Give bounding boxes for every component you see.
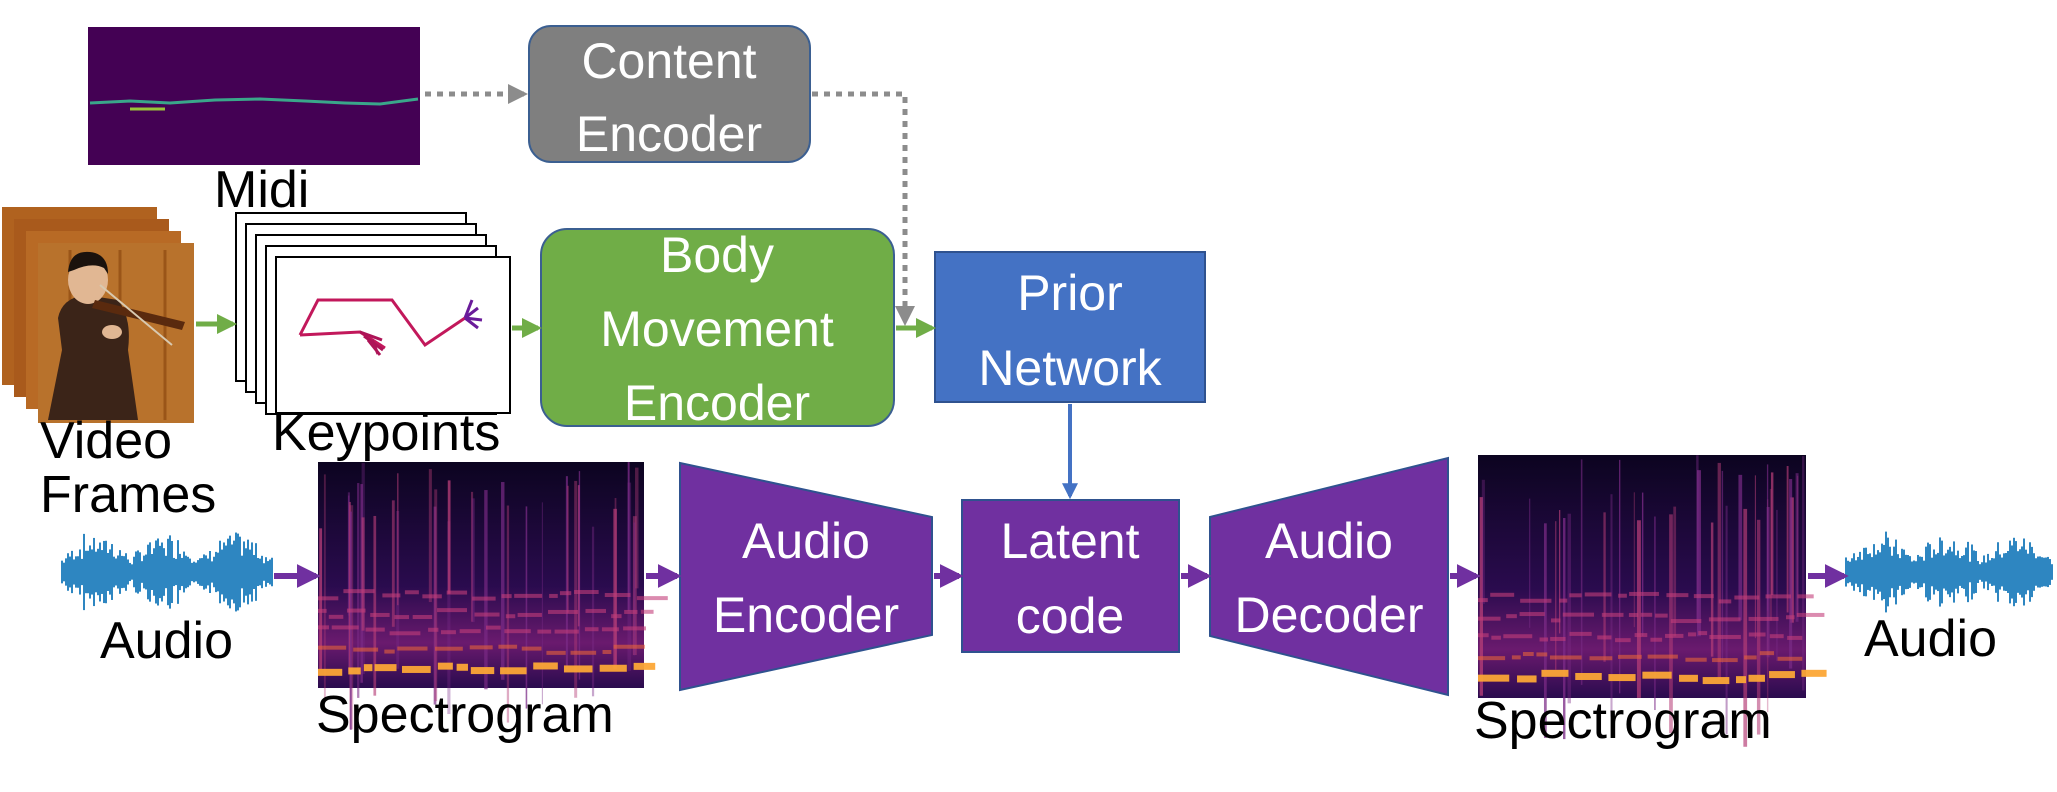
spectrogram-output-label: Spectrogram (1474, 692, 1772, 750)
audio-output-label: Audio (1864, 610, 1997, 668)
prior-network-line2: Network (978, 340, 1162, 396)
prior-network-line1: Prior (1017, 265, 1123, 321)
audio-input-waveform (61, 532, 273, 612)
body-movement-encoder-line2: Movement (600, 301, 834, 357)
latent-code-box: Latent code (961, 499, 1180, 653)
pose-skeleton (298, 298, 483, 356)
content-encoder-line1: Content (581, 33, 756, 89)
midi-image (88, 27, 420, 165)
latent-code-line2: code (1016, 588, 1124, 644)
video-label-line2: Frames (40, 466, 217, 524)
audio-output-waveform (1845, 531, 2053, 613)
body-movement-encoder-box: Body Movement Encoder (540, 227, 895, 431)
midi-label: Midi (214, 161, 310, 219)
arrow-content-to-prior (812, 91, 915, 326)
spectrogram-input (318, 462, 668, 730)
audio-decoder-line2: Decoder (1235, 587, 1424, 643)
video-frames-stack (2, 207, 194, 423)
content-encoder-box: Content Encoder (528, 25, 811, 163)
audio-decoder-block: Audio Decoder (1209, 456, 1449, 697)
content-encoder-line2: Encoder (576, 106, 762, 162)
audio-encoder-block: Audio Encoder (679, 461, 933, 692)
spectrogram-output (1478, 455, 1827, 747)
audio-input-label: Audio (100, 612, 233, 670)
body-movement-encoder-line1: Body (660, 227, 774, 283)
video-label-line1: Video (40, 412, 173, 470)
body-movement-encoder-line3: Encoder (624, 375, 810, 431)
audio-decoder-line1: Audio (1265, 513, 1393, 569)
violinist-figure (48, 250, 185, 420)
keypoints-stack (235, 212, 511, 415)
spectrogram-input-label: Spectrogram (316, 686, 614, 744)
audio-encoder-line1: Audio (742, 513, 870, 569)
keypoints-label: Keypoints (272, 404, 501, 462)
audio-encoder-line2: Encoder (713, 587, 899, 643)
latent-code-line1: Latent (1000, 513, 1139, 569)
prior-network-box: Prior Network (934, 251, 1206, 403)
